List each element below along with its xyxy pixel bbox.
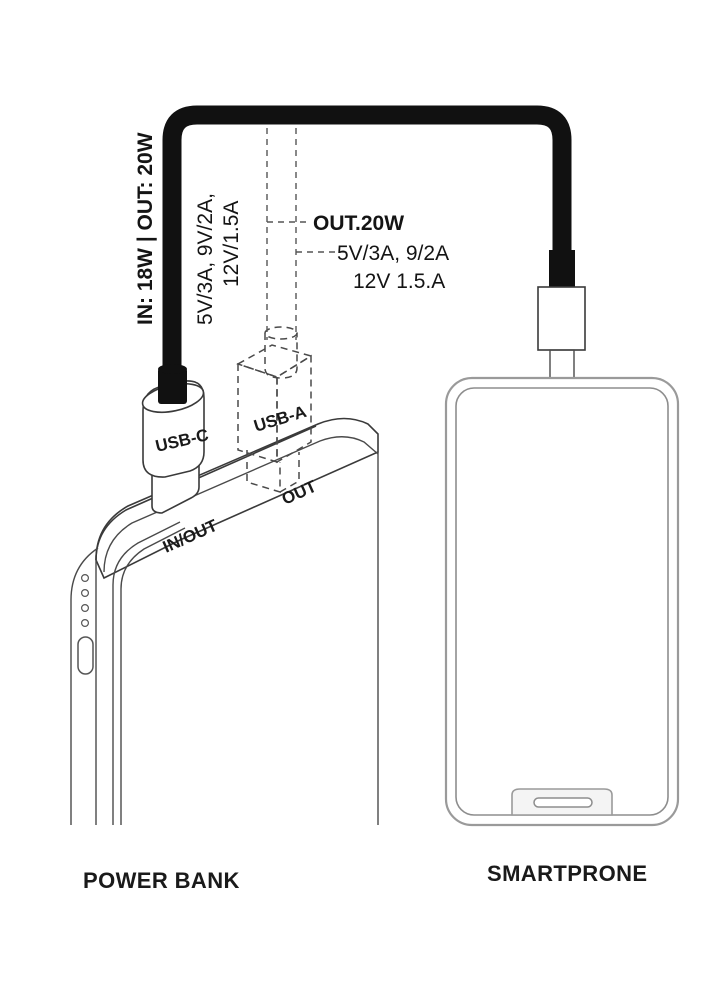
smartphone — [444, 376, 680, 827]
usb-c-strain-relief — [158, 368, 187, 404]
callout-spec-line2: 12V 1.5.A — [353, 270, 445, 293]
usb-a-box-top — [236, 344, 313, 378]
led-indicator-4 — [80, 618, 89, 627]
usb-a-box-right — [276, 354, 312, 464]
callout-heading: OUT.20W — [313, 212, 404, 235]
usb-a-plug-tang — [246, 450, 281, 494]
led-indicator-3 — [80, 603, 89, 612]
led-indicator-2 — [80, 588, 89, 597]
usb-a-plug-tang-side — [279, 452, 300, 493]
connector-strain-relief — [549, 250, 575, 288]
usb-a-spec-line1: 5V/3A, 9V/2A, — [194, 193, 217, 325]
cable-spec-label: IN: 18W | OUT: 20W — [134, 132, 157, 325]
power-bank-side-edges — [95, 452, 379, 825]
power-bank-left-silhouette — [70, 547, 99, 825]
usb-c-collar-top — [158, 364, 187, 374]
usb-c-connector: USB-C — [141, 364, 210, 514]
led-indicators — [80, 573, 89, 627]
power-button[interactable] — [77, 636, 94, 675]
power-bank-left-corner — [95, 425, 317, 561]
usb-a-cable-cylinder — [264, 333, 298, 379]
usb-a-spec-line2: 12V/1.5A — [220, 201, 243, 287]
power-bank-top-edge-line — [103, 436, 379, 573]
led-indicator-1 — [80, 573, 89, 582]
power-bank-front-panel-line — [112, 521, 181, 825]
phone-home-button — [533, 797, 593, 808]
caption-power-bank: POWER BANK — [83, 868, 240, 893]
caption-smartphone: SMARTPRONE — [487, 861, 647, 886]
callout-leaders — [266, 128, 345, 340]
usb-cable — [162, 105, 572, 400]
usb-a-cable-top-ellipse — [264, 326, 298, 340]
phone-screen — [455, 387, 669, 816]
power-bank-front-panel-line-2 — [120, 527, 186, 825]
callout-spec-line1: 5V/3A, 9/2A — [337, 242, 449, 265]
power-bank — [70, 417, 379, 825]
connector-body — [537, 286, 586, 351]
cable-path — [162, 105, 572, 400]
